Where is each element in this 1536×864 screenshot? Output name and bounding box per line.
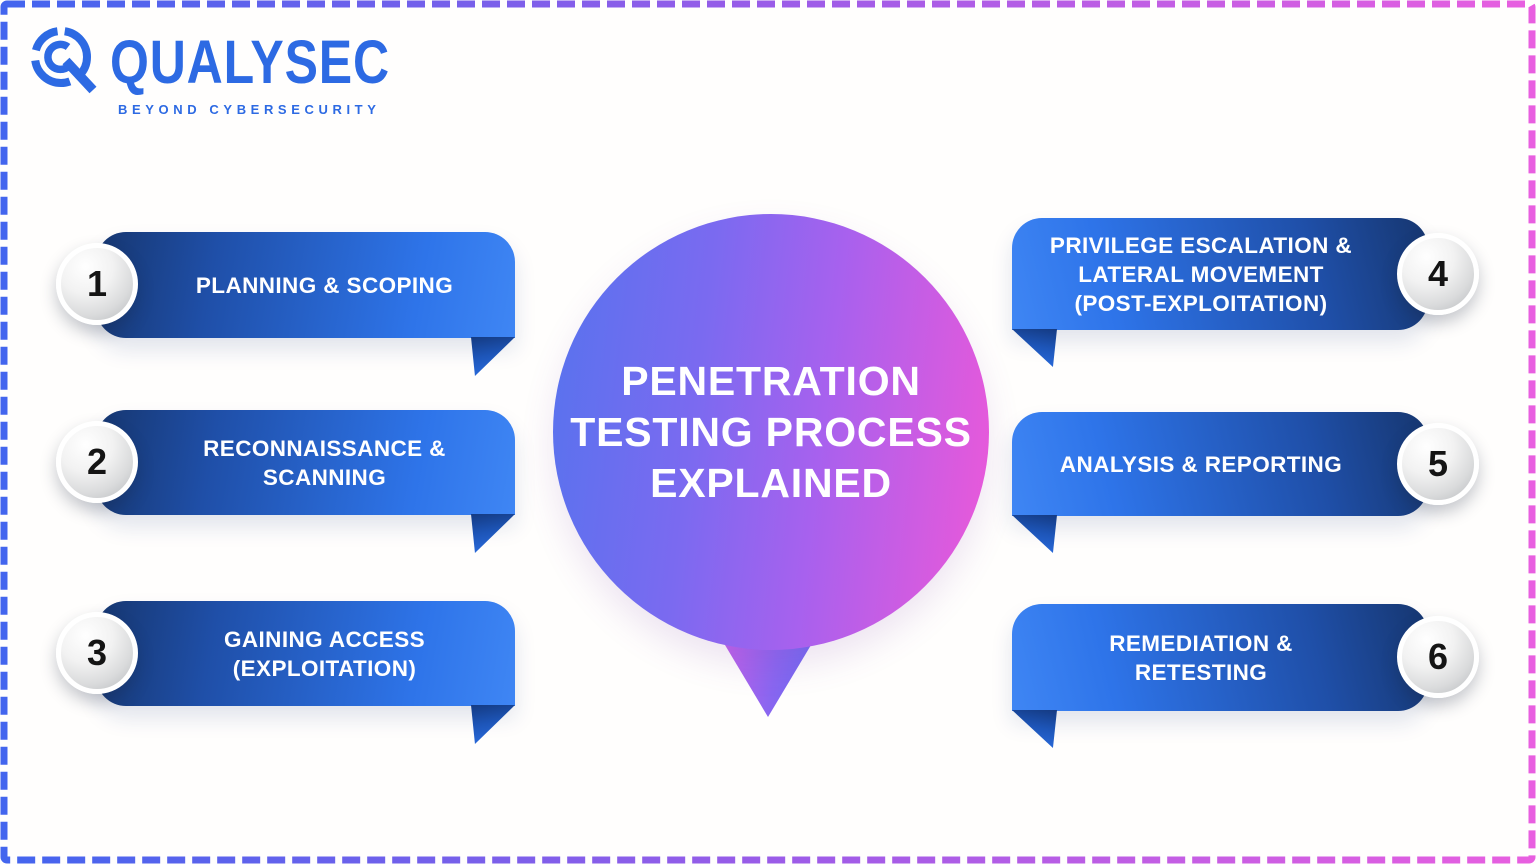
step-label-line: LATERAL MOVEMENT [1078, 261, 1324, 287]
step-banner-2: RECONNAISSANCE & SCANNING [96, 410, 515, 515]
step-number-label: 1 [86, 263, 108, 304]
step-number-6: 6 [1397, 616, 1479, 698]
title-line: EXPLAINED [650, 459, 892, 506]
title-line: TESTING PROCESS [570, 408, 972, 455]
step-number-label: 5 [1427, 443, 1449, 484]
brand-logo: QUALYSEC BEYOND CYBERSECURITY [30, 26, 451, 117]
step-label-line: SCANNING [262, 464, 387, 490]
step-label-line: ANALYSIS & REPORTING [1059, 451, 1343, 477]
step-banner-3: GAINING ACCESS (EXPLOITATION) [96, 601, 515, 706]
step-banner-6: REMEDIATION & RETESTING [1012, 604, 1428, 711]
brand-text-block: QUALYSEC BEYOND CYBERSECURITY [110, 26, 451, 118]
step-banner-5: ANALYSIS & REPORTING [1012, 412, 1428, 516]
step-number-label: 2 [86, 441, 108, 482]
step-label-line: (EXPLOITATION) [232, 655, 417, 681]
step-label-line: PLANNING & SCOPING [195, 272, 454, 298]
step-label-line: PRIVILEGE ESCALATION & [1049, 232, 1353, 258]
step-number-1: 1 [56, 243, 138, 325]
step-banner-1: PLANNING & SCOPING [96, 232, 515, 338]
step-label-line: (POST-EXPLOITATION) [1074, 290, 1328, 316]
step-label-line: GAINING ACCESS [223, 626, 426, 652]
step-number-label: 3 [86, 632, 108, 673]
center-bubble: PENETRATION TESTING PROCESS EXPLAINED [553, 214, 989, 650]
brand-name: QUALYSEC [110, 28, 390, 96]
step-banner-4: PRIVILEGE ESCALATION & LATERAL MOVEMENT … [1012, 218, 1428, 330]
step-number-4: 4 [1397, 233, 1479, 315]
step-label-line: RECONNAISSANCE & [203, 435, 446, 461]
step-number-5: 5 [1397, 423, 1479, 505]
step-number-3: 3 [56, 612, 138, 694]
step-number-2: 2 [56, 421, 138, 503]
step-number-label: 4 [1427, 253, 1449, 294]
step-number-label: 6 [1427, 636, 1449, 677]
brand-tagline: BEYOND CYBERSECURITY [118, 102, 381, 117]
step-label-line: REMEDIATION & [1109, 630, 1293, 656]
infographic-title: PENETRATION TESTING PROCESS EXPLAINED [570, 356, 972, 509]
step-label-line: RETESTING [1134, 659, 1268, 685]
title-line: PENETRATION [621, 357, 921, 404]
qualysec-logo-icon [31, 27, 97, 94]
